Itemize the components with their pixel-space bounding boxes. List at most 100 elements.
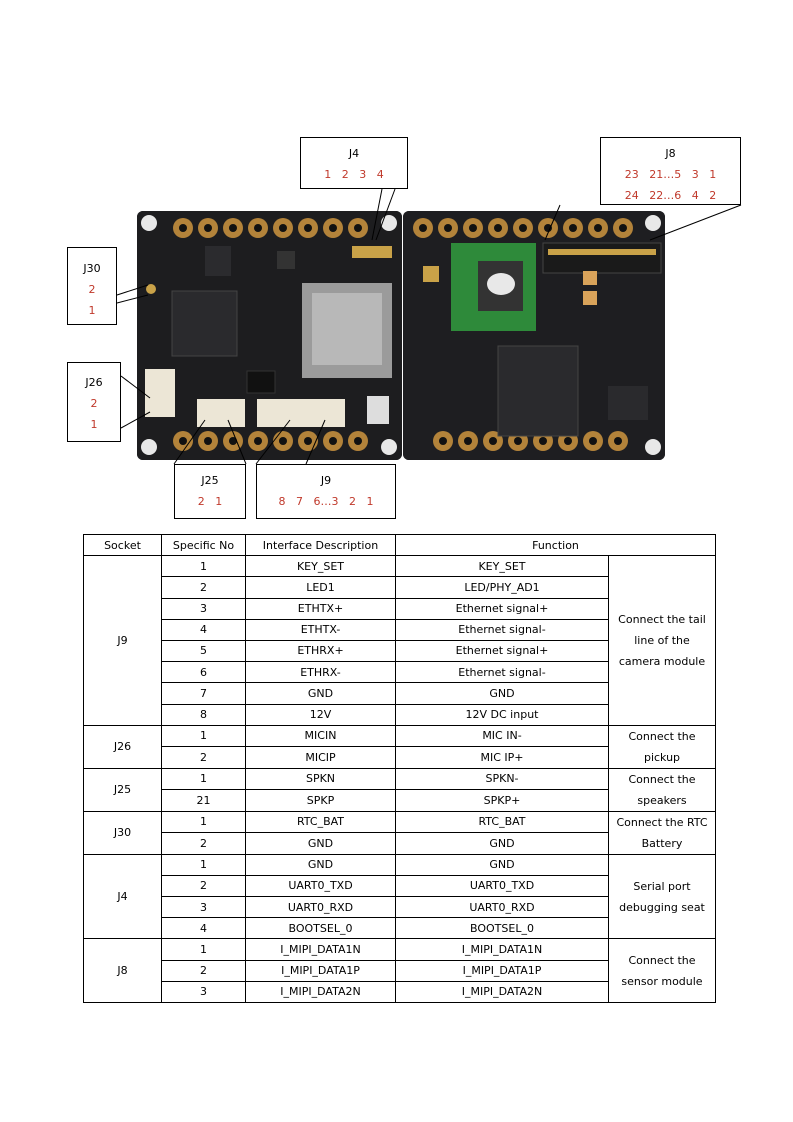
- function-cell: KEY_SET: [395, 555, 609, 578]
- interface-description-cell: RTC_BAT: [245, 810, 396, 834]
- callout-j30: J30 2 1: [67, 247, 117, 325]
- interface-description-cell: KEY_SET: [245, 555, 396, 578]
- specific-no-cell: 4: [161, 917, 246, 940]
- function-cell: Ethernet signal-: [395, 661, 609, 684]
- interface-description-cell: ETHTX+: [245, 597, 396, 620]
- function-cell: UART0_TXD: [395, 874, 609, 898]
- function-cell: GND: [395, 682, 609, 705]
- function-cell: SPKP+: [395, 789, 609, 812]
- interface-description-cell: I_MIPI_DATA1P: [245, 959, 396, 982]
- header-socket: Socket: [83, 533, 162, 557]
- board-back-illustration: [403, 211, 665, 460]
- callout-j4: J4 1 2 3 4: [300, 137, 408, 189]
- interface-description-cell: 12V: [245, 703, 396, 726]
- header-function: Function: [394, 533, 717, 557]
- board-photo-back: [403, 211, 665, 460]
- function-cell: Ethernet signal-: [395, 618, 609, 641]
- function-cell: GND: [395, 832, 609, 855]
- callout-title: J4: [348, 147, 360, 160]
- interface-description-cell: GND: [245, 682, 396, 705]
- socket-function-cell: Connect the pickup: [607, 724, 717, 769]
- socket-function-cell: Serial port debugging seat: [607, 853, 717, 940]
- function-cell: Ethernet signal+: [395, 639, 609, 663]
- specific-no-cell: 21: [161, 789, 246, 812]
- function-cell: BOOTSEL_0: [395, 917, 609, 940]
- callout-j9: J9 8 7 6…3 2 1: [256, 464, 396, 519]
- interface-description-cell: ETHRX+: [245, 639, 396, 663]
- function-cell: Ethernet signal+: [395, 597, 609, 620]
- function-cell: LED/PHY_AD1: [395, 576, 609, 599]
- interface-description-cell: MICIP: [245, 746, 396, 769]
- callout-pins: 2 1: [197, 495, 223, 508]
- specific-no-cell: 1: [161, 555, 246, 578]
- board-photo-front: [137, 211, 402, 460]
- function-cell: UART0_RXD: [395, 896, 609, 919]
- socket-function-cell: Connect the tail line of the camera modu…: [607, 555, 717, 726]
- function-cell: MIC IP+: [395, 746, 609, 769]
- specific-no-cell: 3: [161, 597, 246, 620]
- interface-description-cell: BOOTSEL_0: [245, 917, 396, 940]
- function-cell: 12V DC input: [395, 703, 609, 726]
- specific-no-cell: 8: [161, 703, 246, 726]
- callout-pins: 1 2 3 4: [324, 168, 384, 181]
- socket-cell: J8: [83, 938, 162, 1003]
- callout-pins: 24 22…6 4 2: [624, 189, 717, 202]
- specific-no-cell: 1: [161, 853, 246, 876]
- interface-description-cell: I_MIPI_DATA2N: [245, 980, 396, 1004]
- specific-no-cell: 2: [161, 576, 246, 599]
- interface-description-cell: UART0_TXD: [245, 874, 396, 898]
- interface-description-cell: UART0_RXD: [245, 896, 396, 919]
- socket-cell: J9: [83, 555, 162, 726]
- function-cell: GND: [395, 853, 609, 876]
- specific-no-cell: 5: [161, 639, 246, 663]
- callout-j26: J26 2 1: [67, 362, 121, 442]
- socket-cell: J25: [83, 767, 162, 812]
- socket-function-cell: Connect the speakers: [607, 767, 717, 812]
- socket-cell: J26: [83, 724, 162, 769]
- specific-no-cell: 2: [161, 746, 246, 769]
- callout-j8: J8 23 21…5 3 1 24 22…6 4 2: [600, 137, 741, 205]
- callout-title: J8: [665, 147, 676, 160]
- interface-description-cell: ETHTX-: [245, 618, 396, 641]
- callout-title: J25: [201, 474, 219, 487]
- interface-description-cell: MICIN: [245, 724, 396, 748]
- function-cell: I_MIPI_DATA1N: [395, 938, 609, 961]
- pin-definition-table: Socket Specific No Interface Description…: [83, 533, 717, 1004]
- function-cell: RTC_BAT: [395, 810, 609, 834]
- specific-no-cell: 3: [161, 896, 246, 919]
- function-cell: MIC IN-: [395, 724, 609, 748]
- header-specific-no: Specific No: [161, 533, 246, 557]
- socket-cell: J30: [83, 810, 162, 855]
- function-cell: I_MIPI_DATA1P: [395, 959, 609, 982]
- specific-no-cell: 1: [161, 938, 246, 961]
- callout-title: J26: [85, 376, 103, 389]
- specific-no-cell: 6: [161, 661, 246, 684]
- leader-lines: [116, 188, 742, 465]
- callout-pins: 23 21…5 3 1: [624, 168, 717, 181]
- callout-pins: 1: [90, 418, 98, 431]
- interface-description-cell: GND: [245, 853, 396, 876]
- table-header-row: Socket Specific No Interface Description…: [83, 533, 717, 557]
- specific-no-cell: 4: [161, 618, 246, 641]
- callout-pins: 1: [88, 304, 96, 317]
- function-cell: SPKN-: [395, 767, 609, 791]
- socket-function-cell: Connect the RTC Battery: [607, 810, 717, 855]
- socket-function-cell: Connect the sensor module: [607, 938, 717, 1003]
- callout-pins: 2: [88, 283, 96, 296]
